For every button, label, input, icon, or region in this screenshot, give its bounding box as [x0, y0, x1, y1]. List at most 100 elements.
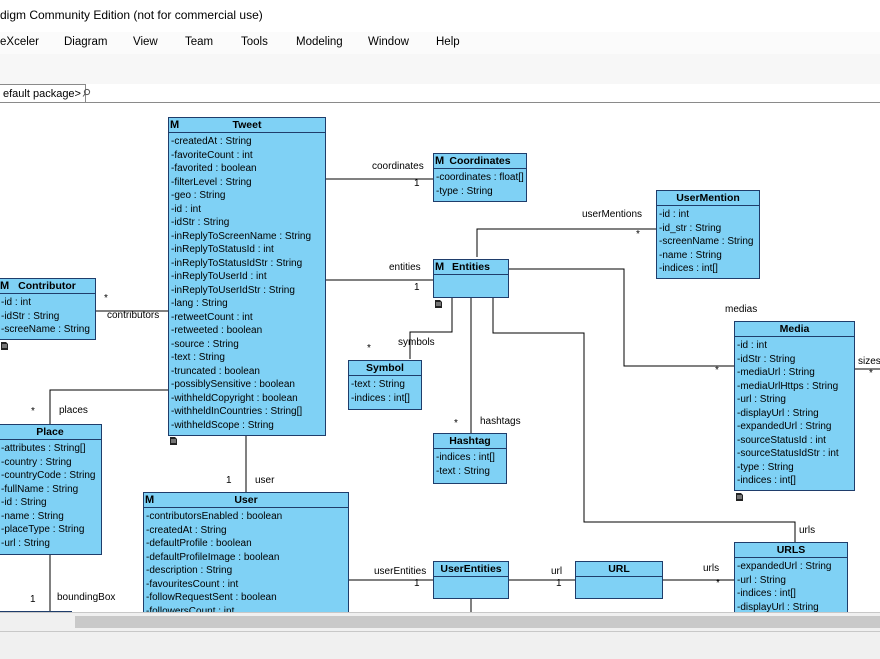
link-tweet-place [49, 389, 168, 424]
class-header: Place [0, 425, 101, 440]
package-breadcrumb[interactable]: efault package> [0, 84, 86, 103]
title-bar: digm Community Edition (not for commerci… [0, 0, 880, 32]
attribute-list: -indices : int[] -text : String [434, 449, 506, 478]
link-entities-usermention [476, 228, 656, 257]
multiplicity-boundingbox: 1 [30, 594, 36, 605]
class-header: Symbol [349, 361, 421, 376]
attribute-list: -text : String -indices : int[] [349, 376, 421, 405]
class-place[interactable]: Place -attributes : String[] -country : … [0, 424, 102, 555]
attribute: -name : String [1, 510, 64, 522]
attribute-list: -contributorsEnabled : boolean -createdA… [144, 508, 348, 613]
attribute: -fullName : String [1, 483, 79, 495]
class-name: Media [779, 323, 810, 335]
class-name: Contributor [18, 280, 76, 292]
class-userentities[interactable]: UserEntities [433, 561, 509, 599]
attribute-list: -attributes : String[] -country : String… [0, 440, 101, 550]
attribute-list: -coordinates : float[] -type : String [434, 169, 526, 198]
menu-item-view[interactable]: View [133, 36, 158, 48]
attribute: -id : int [659, 209, 690, 220]
attribute: -indices : int[] [737, 588, 796, 599]
menu-item-excelerator[interactable]: eXceler [0, 36, 39, 48]
class-name: Coordinates [449, 155, 511, 167]
scrollbar-thumb[interactable] [75, 616, 880, 628]
documentation-icon[interactable] [736, 493, 743, 501]
attribute: -idStr : String [171, 217, 230, 228]
attribute-list: -createdAt : String -favoriteCount : int… [169, 133, 325, 432]
class-header: M Contributor [0, 279, 95, 294]
model-marker-icon: M [435, 261, 445, 273]
attribute: -inReplyToScreenName : String [171, 230, 312, 242]
class-contributor[interactable]: M Contributor -id : int -idStr : String -… [0, 278, 96, 340]
attribute: -indices : int[] [737, 475, 796, 486]
tab-divider [0, 102, 880, 103]
window-title: digm Community Edition (not for commerci… [0, 8, 263, 22]
attribute: -type : String [737, 461, 794, 473]
menu-item-team[interactable]: Team [185, 36, 214, 48]
model-marker-icon: M [0, 280, 10, 292]
attribute: -id : String [1, 497, 47, 508]
attribute: -id_str : String [659, 222, 722, 234]
class-symbol[interactable]: Symbol -text : String -indices : int[] [348, 360, 422, 410]
role-label-places: places [59, 405, 88, 416]
attribute: -indices : int[] [436, 452, 495, 463]
role-label-entities: entities [389, 262, 421, 273]
search-icon[interactable] [82, 88, 91, 97]
class-media[interactable]: Media -id : int -idStr : String -mediaUr… [734, 321, 855, 491]
attribute-list: -expandedUrl : String -url : String -ind… [735, 558, 847, 613]
documentation-icon[interactable] [1, 342, 8, 350]
class-usermention[interactable]: UserMention -id : int -id_str : String -… [656, 190, 760, 279]
role-label-hashtags: hashtags [480, 416, 521, 427]
multiplicity-contributors: * [104, 293, 108, 304]
attribute: -followRequestSent : boolean [146, 592, 277, 603]
attribute: -lang : String [171, 298, 228, 309]
attribute-list: -id : int -idStr : String -screeName : S… [0, 294, 95, 337]
menu-item-tools[interactable]: Tools [241, 36, 268, 48]
menu-item-window[interactable]: Window [368, 36, 409, 48]
status-bar [0, 631, 880, 659]
attribute: -description : String [146, 565, 233, 576]
menu-item-diagram[interactable]: Diagram [64, 36, 108, 48]
attribute: -expandedUrl : String [737, 561, 832, 572]
class-urls[interactable]: URLS -expandedUrl : String -url : String… [734, 542, 848, 613]
attribute: -defaultProfileImage : boolean [146, 551, 280, 563]
empty-attribute-compartment [434, 275, 508, 291]
class-url[interactable]: URL [575, 561, 663, 599]
attribute: -displayUrl : String [737, 601, 819, 613]
attribute: -geo : String [171, 190, 226, 201]
attribute: -name : String [659, 249, 722, 261]
class-name: User [234, 494, 258, 506]
role-label-urls-entities: urls [799, 525, 816, 536]
toolbar [0, 54, 880, 84]
attribute: -country : String [1, 456, 72, 468]
empty-attribute-compartment [576, 577, 662, 593]
documentation-icon[interactable] [435, 300, 442, 308]
attribute: -truncated : boolean [171, 365, 260, 377]
attribute: -inReplyToStatusIdStr : String [171, 257, 303, 269]
attribute: -withheldScope : String [171, 419, 274, 431]
horizontal-scrollbar[interactable] [0, 612, 880, 631]
multiplicity-entities: 1 [414, 282, 420, 293]
documentation-icon[interactable] [170, 437, 177, 445]
multiplicity-places: * [31, 406, 35, 417]
class-hashtag[interactable]: Hashtag -indices : int[] -text : String [433, 433, 507, 484]
link-entities-urls [492, 298, 796, 542]
class-name: UserMention [676, 192, 740, 204]
menu-item-help[interactable]: Help [436, 36, 460, 48]
multiplicity-hashtags: * [454, 418, 458, 429]
link-entities-symbol [409, 298, 453, 359]
attribute: -idStr : String [1, 310, 60, 322]
menu-item-modeling[interactable]: Modeling [296, 36, 343, 48]
attribute: -sourceStatusId : int [737, 434, 826, 446]
attribute: -indices : int[] [659, 263, 718, 274]
attribute: -screenName : String [659, 236, 754, 247]
attribute: -countryCode : String [1, 470, 96, 481]
attribute: -inReplyToStatusId : int [171, 244, 274, 255]
attribute: -text : String [171, 352, 225, 363]
